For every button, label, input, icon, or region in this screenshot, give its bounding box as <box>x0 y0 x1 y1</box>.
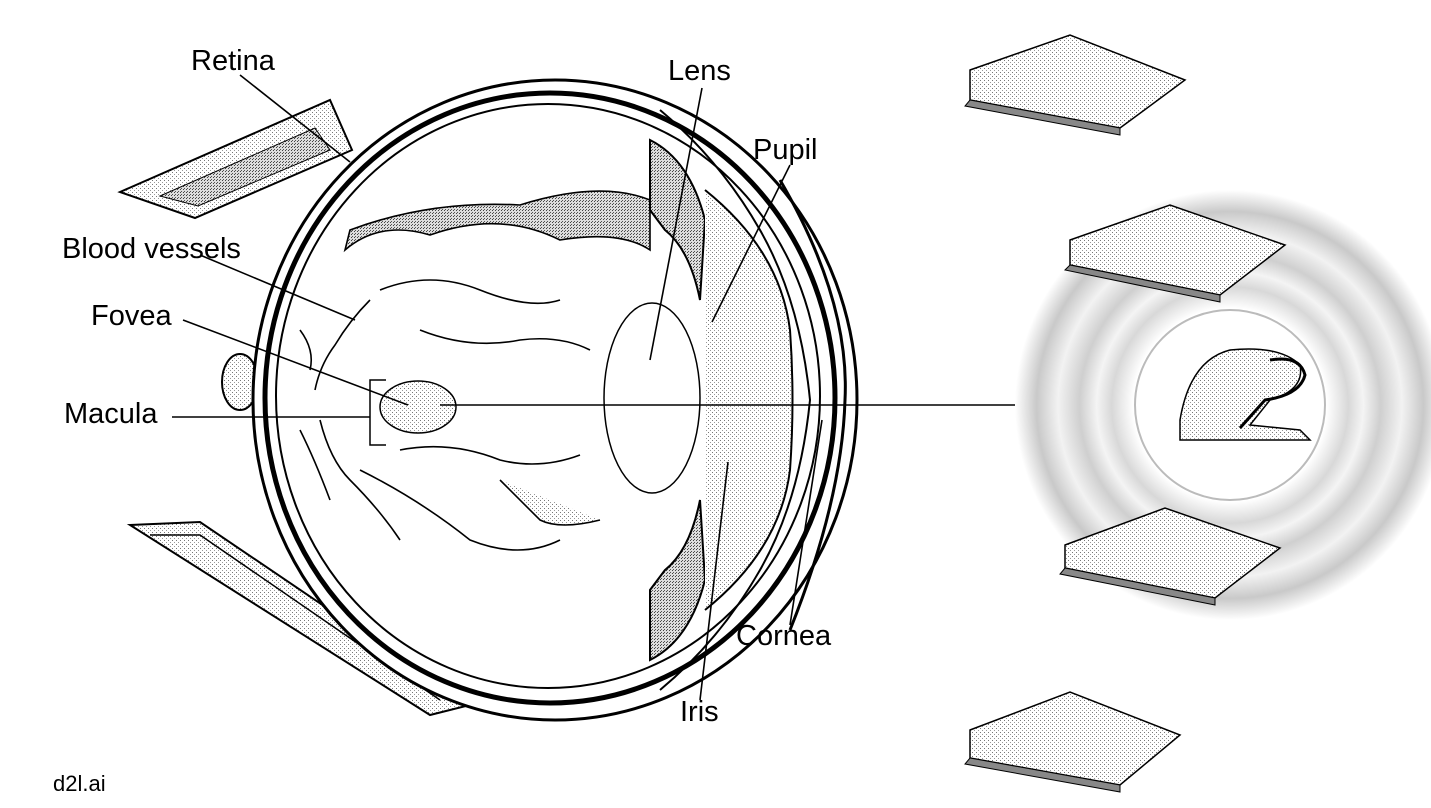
lens <box>603 302 701 494</box>
book-icon <box>1059 507 1282 606</box>
label-cornea: Cornea <box>736 620 832 652</box>
label-iris: Iris <box>680 696 719 728</box>
retinal-vessels <box>299 190 651 551</box>
label-pupil: Pupil <box>753 134 818 166</box>
cornea-leader <box>789 419 823 626</box>
book-icon <box>1063 204 1287 303</box>
label-lens: Lens <box>668 55 731 87</box>
macula <box>369 379 457 446</box>
label-fovea: Fovea <box>91 300 172 332</box>
book-icon <box>964 691 1182 793</box>
lens-leader <box>649 87 703 361</box>
blood-vessels-leader <box>199 254 356 321</box>
pupil-leader <box>711 164 791 323</box>
book-icon <box>964 34 1187 136</box>
fovea-leader <box>182 319 409 406</box>
label-macula: Macula <box>64 398 158 430</box>
iris-leader <box>699 461 729 701</box>
label-retina: Retina <box>191 45 275 77</box>
leader-lines <box>172 74 823 701</box>
label-blood-vessels: Blood vessels <box>62 233 241 265</box>
upper-eye-muscle <box>117 98 354 220</box>
source-credit: d2l.ai <box>53 771 106 796</box>
inverted-image <box>1179 348 1312 441</box>
retina-leader <box>239 74 351 163</box>
cornea <box>778 179 847 631</box>
